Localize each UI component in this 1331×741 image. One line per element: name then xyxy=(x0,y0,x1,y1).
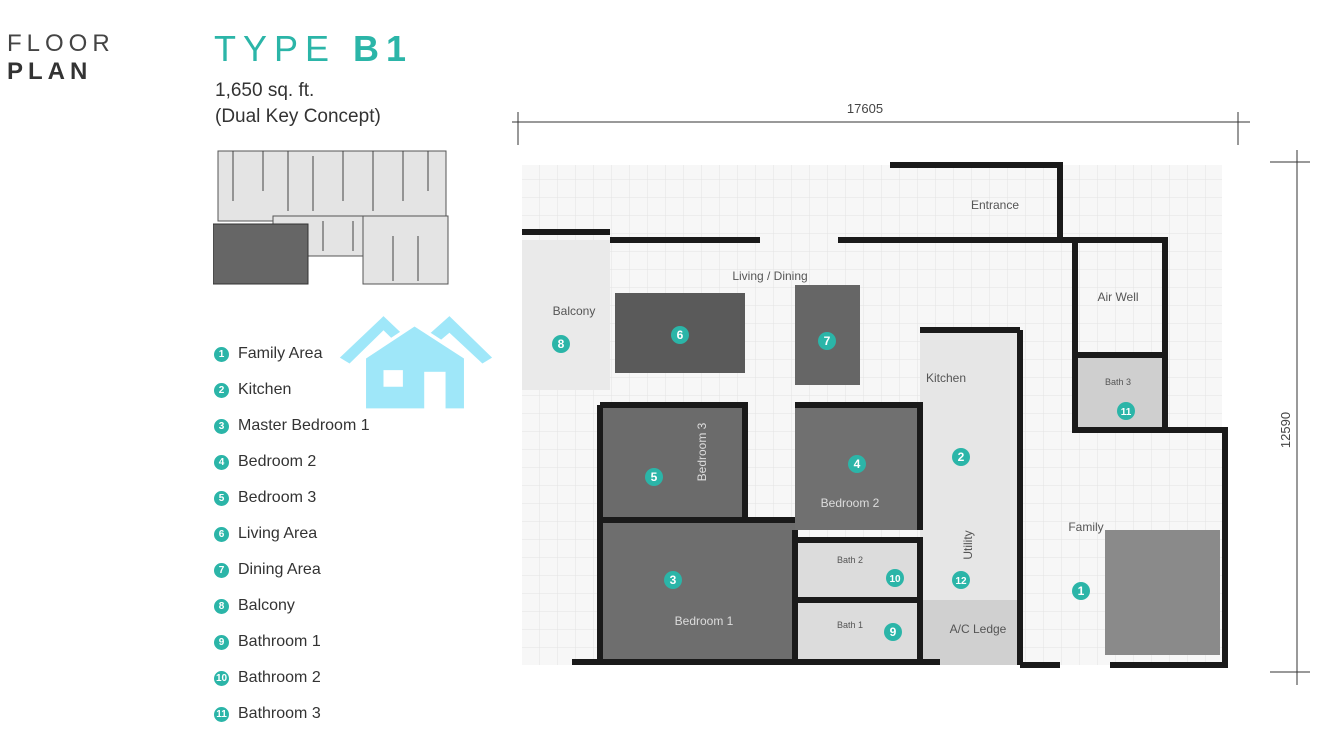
legend-item: 1 Family Area xyxy=(214,345,370,381)
legend-item: 3 Master Bedroom 1 xyxy=(214,417,370,453)
room-label-utility: Utility xyxy=(961,530,975,559)
svg-text:6: 6 xyxy=(677,328,684,342)
legend-marker: 5 xyxy=(214,491,229,506)
room-label-balcony: Balcony xyxy=(553,304,596,318)
svg-text:3: 3 xyxy=(670,573,677,587)
watermark-house-icon xyxy=(339,316,493,410)
legend-marker: 2 xyxy=(214,383,229,398)
unit-concept: (Dual Key Concept) xyxy=(215,106,381,127)
type-prefix: TYPE xyxy=(214,28,337,69)
key-plan xyxy=(213,150,449,285)
room-marker-1: 1 xyxy=(1072,582,1090,600)
legend-label: Balcony xyxy=(238,597,295,614)
legend-label: Family Area xyxy=(238,345,323,362)
legend-label: Bathroom 1 xyxy=(238,633,321,650)
room-marker-8: 8 xyxy=(552,335,570,353)
legend-label: Bathroom 2 xyxy=(238,669,321,686)
legend-label: Master Bedroom 1 xyxy=(238,417,370,434)
legend-marker: 3 xyxy=(214,419,229,434)
room-marker-6: 6 xyxy=(671,326,689,344)
svg-text:12: 12 xyxy=(955,576,967,587)
svg-text:1: 1 xyxy=(1078,584,1085,598)
legend-item: 5 Bedroom 3 xyxy=(214,489,370,525)
legend-marker: 7 xyxy=(214,563,229,578)
legend-marker: 11 xyxy=(214,707,229,722)
room-label-bath3: Bath 3 xyxy=(1105,377,1131,387)
room-marker-10: 10 xyxy=(886,569,904,587)
svg-text:10: 10 xyxy=(889,574,901,585)
legend-marker: 8 xyxy=(214,599,229,614)
room-marker-2: 2 xyxy=(952,448,970,466)
legend-label: Living Area xyxy=(238,525,318,542)
legend-marker: 4 xyxy=(214,455,229,470)
room-label-entrance: Entrance xyxy=(971,198,1019,212)
room-label-bedroom2: Bedroom 2 xyxy=(821,496,880,510)
header-floor: FLOOR xyxy=(7,30,115,57)
room-label-living-dining: Living / Dining xyxy=(732,269,807,283)
legend-label: Kitchen xyxy=(238,381,292,398)
legend-label: Bedroom 3 xyxy=(238,489,317,506)
svg-text:8: 8 xyxy=(558,337,565,351)
legend-label: Bedroom 2 xyxy=(238,453,317,470)
svg-text:11: 11 xyxy=(1121,407,1132,418)
legend-item: 4 Bedroom 2 xyxy=(214,453,370,489)
header-plan: PLAN xyxy=(7,58,93,85)
depth-dimension-label: 12590 xyxy=(1278,412,1293,448)
room-label-family: Family xyxy=(1068,520,1103,534)
legend-label: Dining Area xyxy=(238,561,321,578)
room-label-bath1: Bath 1 xyxy=(837,620,863,630)
room-marker-12: 12 xyxy=(952,571,970,589)
legend-marker: 6 xyxy=(214,527,229,542)
svg-text:4: 4 xyxy=(854,457,861,471)
room-marker-9: 9 xyxy=(884,623,902,641)
unit-area: 1,650 sq. ft. xyxy=(215,80,315,101)
room-marker-5: 5 xyxy=(645,468,663,486)
room-marker-11: 11 xyxy=(1117,402,1135,420)
depth-dimension xyxy=(1270,150,1310,685)
room-label-kitchen: Kitchen xyxy=(926,371,966,385)
legend-marker: 10 xyxy=(214,671,229,686)
svg-text:7: 7 xyxy=(824,334,831,348)
legend-item: 6 Living Area xyxy=(214,525,370,561)
legend-item: 2 Kitchen xyxy=(214,381,370,417)
room-label-ac-ledge: A/C Ledge xyxy=(950,622,1007,636)
svg-text:9: 9 xyxy=(890,625,897,639)
legend-item: 11 Bathroom 3 xyxy=(214,705,370,741)
room-marker-7: 7 xyxy=(818,332,836,350)
legend-marker: 9 xyxy=(214,635,229,650)
svg-text:5: 5 xyxy=(651,470,658,484)
floor-plan: 17605 12590 Entrance Living / Dining Bal… xyxy=(512,101,1310,685)
legend-label: Bathroom 3 xyxy=(238,705,321,722)
room-label-bedroom3: Bedroom 3 xyxy=(695,422,709,481)
svg-text:2: 2 xyxy=(958,450,965,464)
room-label-bedroom1: Bedroom 1 xyxy=(675,614,734,628)
room-marker-4: 4 xyxy=(848,455,866,473)
unit-type-title: TYPE B1 xyxy=(214,28,413,70)
legend-item: 9 Bathroom 1 xyxy=(214,633,370,669)
room-label-bath2: Bath 2 xyxy=(837,555,863,565)
room-label-air-well: Air Well xyxy=(1097,290,1138,304)
legend-item: 7 Dining Area xyxy=(214,561,370,597)
width-dimension-label: 17605 xyxy=(847,101,883,116)
legend-item: 10 Bathroom 2 xyxy=(214,669,370,705)
type-code: B1 xyxy=(353,28,414,69)
room-marker-3: 3 xyxy=(664,571,682,589)
legend-item: 8 Balcony xyxy=(214,597,370,633)
legend-marker: 1 xyxy=(214,347,229,362)
width-dimension xyxy=(512,112,1250,145)
